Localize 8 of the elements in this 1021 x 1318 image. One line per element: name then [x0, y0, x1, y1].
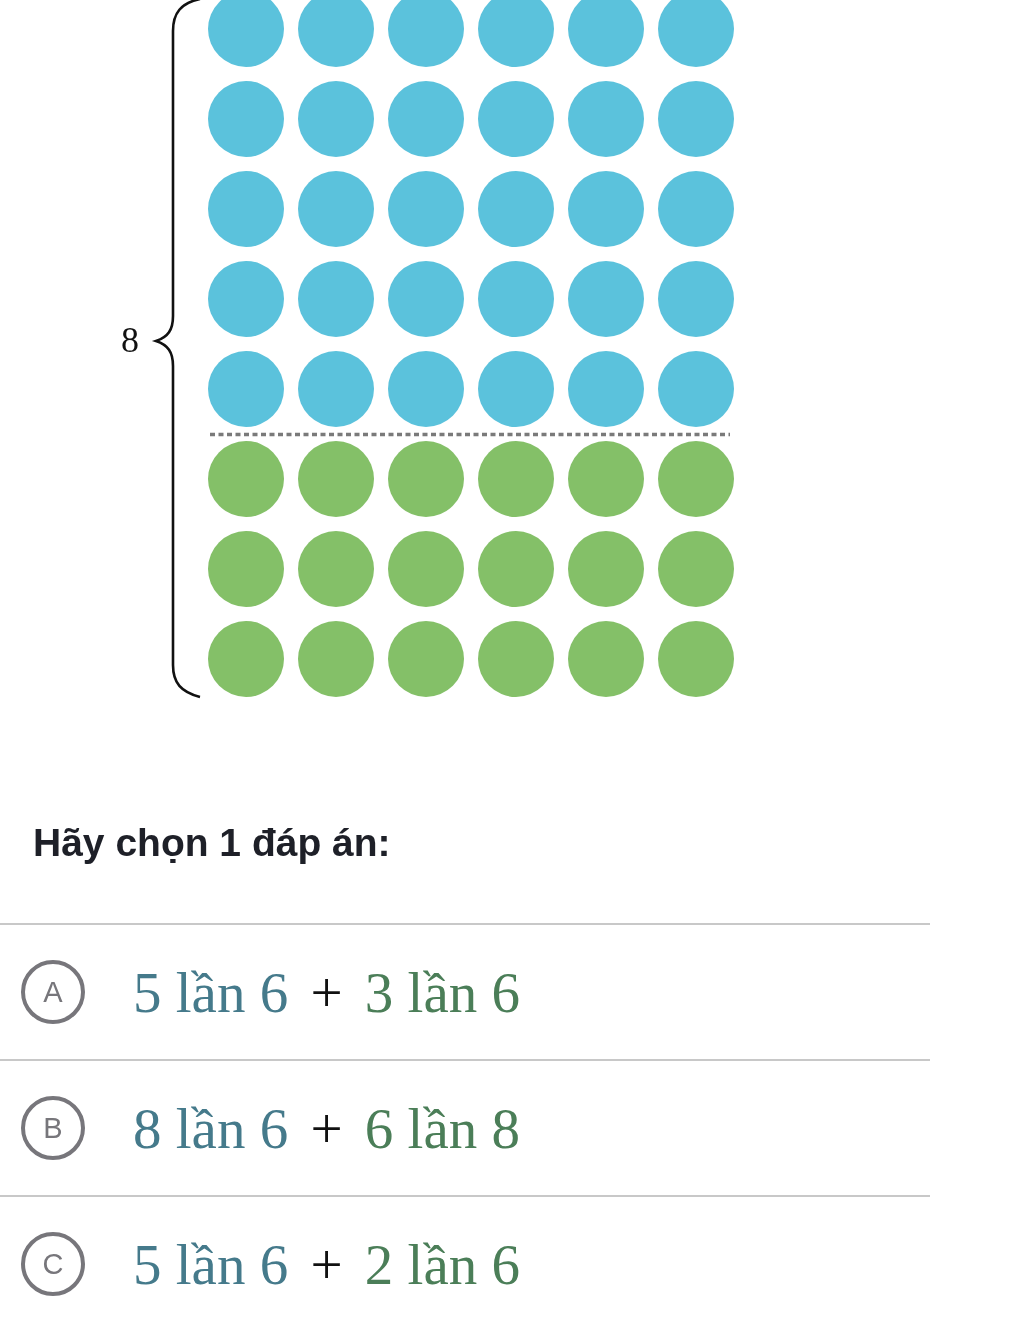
math-expression: 5 lần 6 + 2 lần 6	[133, 1233, 520, 1297]
option-letter: A	[21, 960, 85, 1024]
count-label: 8	[121, 319, 139, 362]
question-prompt: Hãy chọn 1 đáp án:	[33, 820, 391, 866]
math-expression: 5 lần 6 + 3 lần 6	[133, 961, 520, 1025]
option-letter: B	[21, 1096, 85, 1160]
option-letter: C	[21, 1232, 85, 1296]
math-expression: 8 lần 6 + 6 lần 8	[133, 1097, 520, 1161]
